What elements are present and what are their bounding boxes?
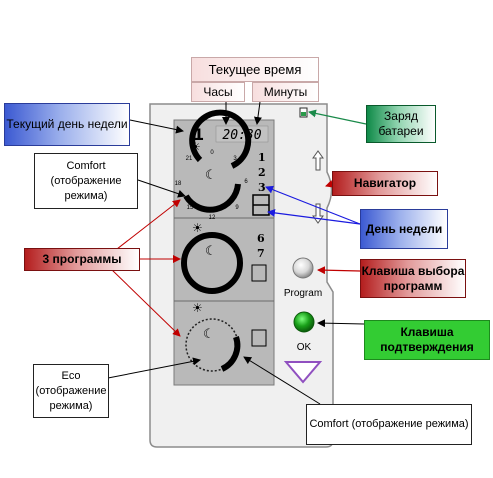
dial-arc (220, 336, 241, 372)
arrow-day-of-week (267, 208, 361, 225)
dial-arc (183, 183, 241, 213)
arrow-comfort-top (137, 179, 186, 198)
arrow-battery (308, 109, 367, 125)
callout-comfort-bottom: Comfort (отображение режима) (306, 404, 472, 445)
arrow-navigator (325, 179, 334, 188)
moon-icon: ☾ (205, 243, 217, 258)
nav-up-icon[interactable] (312, 150, 324, 171)
callout-battery: Заряд батареи (366, 105, 436, 143)
dial-tick-label: 3 (233, 156, 237, 162)
callout-minutes: Минуты (252, 82, 319, 102)
battery-level (301, 112, 306, 116)
sun-icon: ☀ (192, 301, 203, 315)
ok-button[interactable] (293, 311, 315, 333)
day-marker-box (251, 264, 267, 282)
dial-tick-label: 12 (209, 215, 216, 221)
arrow-comfort-bottom (243, 356, 321, 405)
arrow-eco (107, 357, 201, 379)
callout-eco: Eco (отображение режима) (33, 364, 109, 418)
arrow-minutes (253, 101, 262, 125)
arrow-confirm-key (317, 319, 365, 328)
day-marks-mid: 7 (257, 247, 265, 260)
down-triangle-icon[interactable] (283, 361, 323, 384)
ok-button-label: OK (297, 342, 312, 353)
arrow-program-key (317, 266, 361, 275)
dial-tick-label: 0 (210, 150, 214, 156)
arrow-programs (107, 199, 181, 257)
day-list-item: 1 (258, 151, 266, 164)
callout-comfort-top: Comfort (отображение режима) (34, 153, 138, 209)
program-dial-1: ☀ ☾ (183, 109, 252, 213)
arrow-current-day (129, 119, 184, 134)
callout-program-key: Клавиша выбора программ (360, 259, 466, 298)
day-list-item: 2 (258, 166, 266, 179)
callout-current-day: Текущий день недели (4, 103, 130, 146)
program-dial-2: ☀ ☾ (181, 221, 243, 294)
clock-value: 20:30 (222, 128, 261, 143)
callout-confirm-key: Клавиша подтверждения (364, 320, 490, 360)
callout-current-time: Текущее время (191, 57, 319, 82)
program-button[interactable] (292, 257, 314, 279)
dial-tick-label: 21 (186, 156, 193, 162)
moon-icon: ☾ (203, 326, 215, 341)
current-day-digit: 1 (193, 125, 204, 144)
callout-hours: Часы (191, 82, 245, 102)
program-dial-3: ☀ ☾ (185, 301, 241, 372)
program-button-label: Program (284, 288, 322, 299)
callout-day-of-week: День недели (360, 209, 448, 249)
arrow-day-of-week (265, 185, 361, 225)
day-list-item: 3 (258, 181, 266, 194)
day-marks-mid: 6 (257, 232, 265, 245)
dial-tick-label: 18 (175, 181, 182, 187)
dial-arc (189, 109, 252, 169)
moon-icon: ☾ (205, 167, 217, 182)
callout-navigator: Навигатор (332, 171, 438, 196)
lcd-screen (173, 119, 275, 386)
day-marker-box (251, 329, 267, 347)
sun-icon: ☀ (192, 221, 203, 235)
sun-icon: ☀ (190, 140, 201, 154)
callout-three-programs: 3 программы (24, 248, 140, 271)
dial-tick-label: 15 (187, 205, 194, 211)
arrow-programs (109, 267, 181, 337)
dial-tick-label: 6 (244, 179, 248, 185)
dial-ring (181, 232, 243, 294)
dial-tick-label: 9 (235, 205, 239, 211)
